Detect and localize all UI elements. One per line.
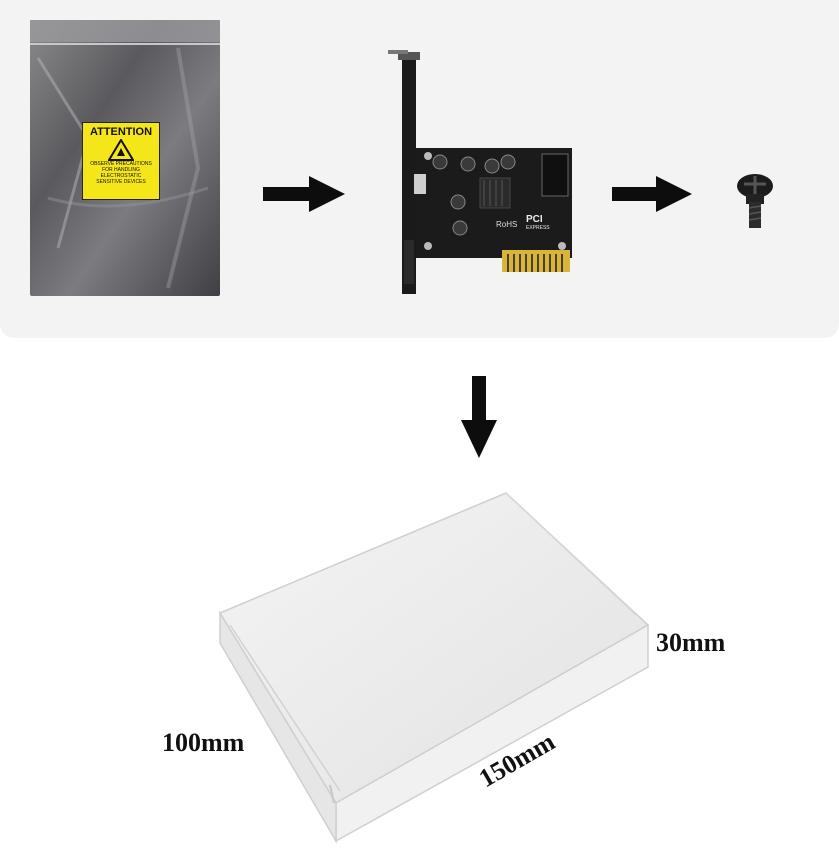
arrow-down-icon xyxy=(461,376,497,458)
esd-label-line-2: FOR HANDLING xyxy=(102,167,140,173)
pci-express-logo: PCI EXPRESS xyxy=(526,214,550,232)
arrow-right-icon xyxy=(263,176,345,212)
box-width-label: 100mm xyxy=(162,728,245,757)
box-height-label: 30mm xyxy=(656,628,726,657)
esd-label-line-4: SENSITIVE DEVICES xyxy=(96,179,146,185)
pcie-card: RoHS PCI EXPRESS xyxy=(380,50,580,300)
shipping-box xyxy=(210,485,660,845)
attention-title: ATTENTION xyxy=(89,126,153,138)
esd-label-line-3: ELECTROSTATIC xyxy=(100,173,142,179)
esd-warning-icon xyxy=(108,139,134,161)
esd-label-line-1: OBSERVE PRECAUTIONS xyxy=(90,161,152,167)
rohs-mark: RoHS xyxy=(496,220,518,229)
screw-icon xyxy=(734,172,776,230)
pci-logo-text: PCI xyxy=(526,214,543,225)
esd-attention-label: ATTENTION OBSERVE PRECAUTIONS FOR HANDLI… xyxy=(82,122,160,200)
pci-logo-sub: EXPRESS xyxy=(526,225,550,231)
arrow-right-icon xyxy=(612,176,692,212)
